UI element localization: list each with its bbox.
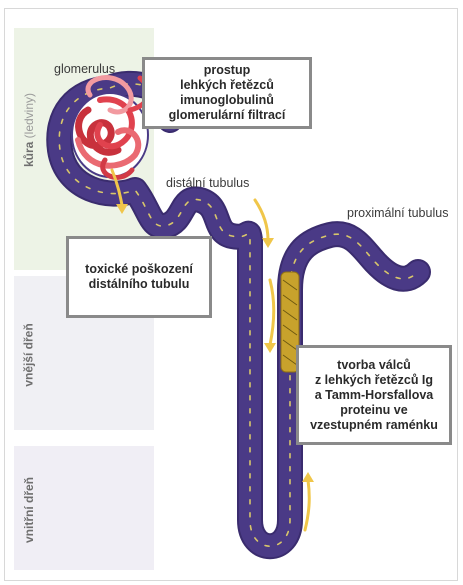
proximal-tubule-label: proximální tubulus: [347, 206, 448, 220]
glomerulus-label: glomerulus: [54, 62, 115, 76]
cast-formation-text: tvorba válců z lehkých řetězců Ig a Tamm…: [310, 358, 438, 433]
arrow-ascending: [305, 480, 309, 530]
distal-tubule-label: distální tubulus: [166, 176, 249, 190]
filtration-text: prostup lehkých řetězců imunoglobulinů g…: [169, 63, 286, 123]
toxic-damage-text: toxické poškození distálního tubulu: [85, 262, 193, 292]
arrow-proximal: [270, 280, 274, 345]
toxic-damage-box: toxické poškození distálního tubulu: [66, 236, 212, 318]
filtration-box: prostup lehkých řetězců imunoglobulinů g…: [142, 57, 312, 129]
cast-formation-box: tvorba válců z lehkých řetězců Ig a Tamm…: [296, 345, 452, 445]
